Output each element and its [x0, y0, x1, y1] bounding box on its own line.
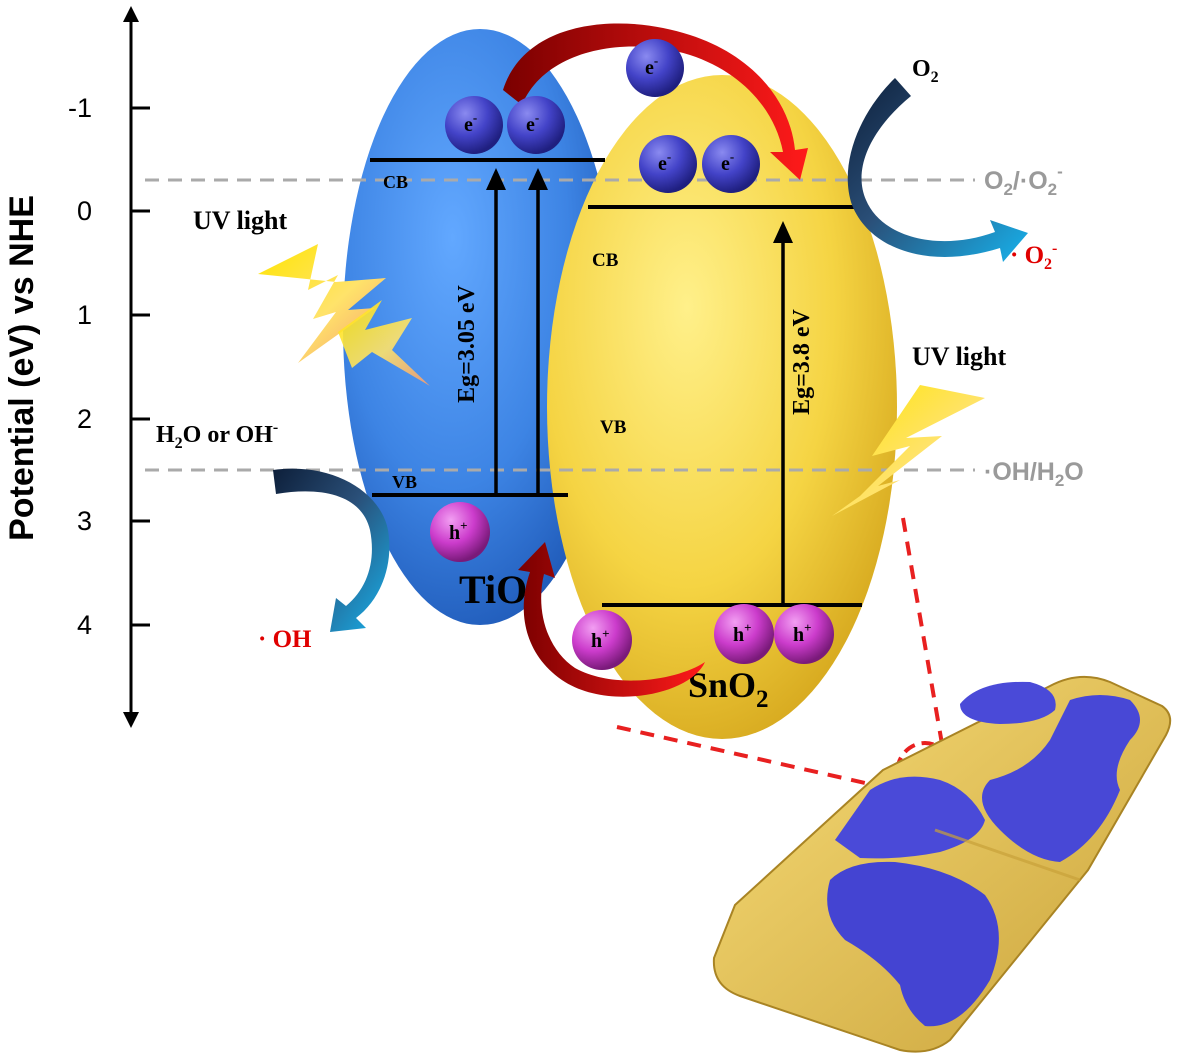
- potential-axis: -1 0 1 2 3 4 Potential (eV) vs NHE: [3, 6, 150, 728]
- electron: e-: [702, 135, 760, 193]
- tick-label-3: 3: [77, 506, 92, 536]
- svg-text:e-: e-: [526, 110, 539, 136]
- svg-text:h+: h+: [793, 620, 812, 646]
- svg-text:e-: e-: [658, 149, 671, 175]
- uv-light-label-right: UV light: [912, 342, 1006, 371]
- axis-title: Potential (eV) vs NHE: [3, 195, 41, 541]
- composite-film-illustration: [712, 675, 1172, 1053]
- hydroxyl-radical-label: · OH: [258, 626, 312, 653]
- electron: e-: [445, 96, 503, 154]
- tio2-particle: [343, 29, 617, 625]
- hole: h+: [572, 610, 632, 670]
- svg-text:h+: h+: [449, 518, 468, 544]
- tio2-bandgap-label: Eg=3.05 eV: [454, 285, 480, 403]
- electron: e-: [639, 135, 697, 193]
- uv-bolt-left-top: [258, 244, 386, 363]
- tick-label-minus-1: -1: [68, 93, 92, 123]
- sno2-cb-label: CB: [592, 250, 619, 271]
- svg-text:e-: e-: [645, 53, 658, 79]
- o2-redox-label: O2/·O2-: [984, 162, 1063, 199]
- uv-bolt-left-bottom: [338, 300, 430, 386]
- tick-label-2: 2: [77, 404, 92, 434]
- hole: h+: [430, 502, 490, 562]
- tio2-cb-label: CB: [383, 172, 408, 192]
- hydroxyl-formation-arrow: [273, 468, 390, 632]
- tick-label-1: 1: [77, 300, 92, 330]
- oh-redox-label: ·OH/H2O: [984, 458, 1084, 490]
- tio2-vb-label: VB: [392, 472, 417, 492]
- electron-transfer-arrow: [503, 23, 808, 180]
- svg-text:e-: e-: [464, 110, 477, 136]
- hole: h+: [774, 604, 834, 664]
- superoxide-radical-label: · O2-: [1010, 240, 1057, 273]
- superoxide-formation-arrow: [847, 78, 1028, 262]
- uv-bolt-right: [832, 385, 985, 516]
- sno2-bandgap-label: Eg=3.8 eV: [789, 309, 815, 415]
- sno2-vb-label: VB: [600, 417, 627, 438]
- oxygen-label: O2: [912, 56, 939, 86]
- electron: e-: [626, 39, 684, 97]
- hole: h+: [714, 604, 774, 664]
- svg-text:h+: h+: [591, 626, 610, 652]
- svg-text:h+: h+: [733, 620, 752, 646]
- hole-transfer-arrow: [518, 542, 705, 697]
- tick-label-4: 4: [77, 610, 92, 640]
- sno2-name: SnO2: [688, 665, 769, 713]
- tick-label-0: 0: [77, 196, 92, 226]
- electron: e-: [507, 96, 565, 154]
- svg-text:e-: e-: [721, 149, 734, 175]
- uv-light-label-left: UV light: [193, 206, 287, 235]
- sno2-particle: [547, 75, 897, 739]
- water-label: H2O or OH-: [156, 419, 278, 452]
